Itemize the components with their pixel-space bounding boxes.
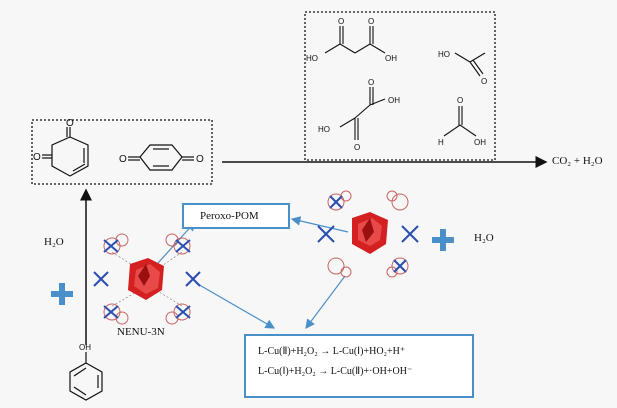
phenol [69, 352, 103, 401]
oxalic-o1: O [368, 78, 374, 87]
formic-oh: OH [474, 138, 486, 147]
acetic-acid [454, 52, 486, 77]
reactions-box: L-Cu(Ⅱ)+H₂O₂ → L-Cu(Ⅰ)+HO₂+H⁺ L-Cu(Ⅰ)+H₂… [244, 334, 474, 398]
reaction-2: L-Cu(Ⅰ)+H₂O₂ → L-Cu(Ⅱ)+·OH+OH⁻ [258, 366, 413, 377]
para-benzoquinone [128, 144, 194, 171]
quinone-box [31, 119, 213, 185]
catalyst-framework-left [93, 233, 201, 325]
malonic-acid [324, 26, 386, 54]
ortho-benzoquinone [42, 127, 89, 177]
malonic-ho: HO [306, 54, 318, 63]
phenol-oh: OH [79, 343, 91, 352]
oxalic-oh: OH [388, 96, 400, 105]
acetic-o: O [481, 77, 487, 86]
ortho-quinone-o-top: O [66, 118, 74, 129]
water-label-right: H₂O [474, 232, 494, 244]
formic-h: H [438, 138, 444, 147]
plus-sign-right [432, 229, 454, 251]
oxalic-acid [339, 87, 386, 140]
reaction-1: L-Cu(Ⅱ)+H₂O₂ → L-Cu(Ⅰ)+HO₂+H⁺ [258, 346, 406, 357]
catalyst-framework-right [317, 190, 419, 278]
arrow-cluster-to-peroxo [290, 216, 349, 233]
plus-sign-left [51, 283, 73, 305]
arrow-catalyst-to-reactions [195, 282, 276, 329]
ortho-quinone-o-left: O [33, 152, 41, 163]
malonic-o1: O [338, 17, 344, 26]
oxalic-ho: HO [318, 125, 330, 134]
products-label: CO₂ + H₂O [552, 155, 603, 167]
para-quinone-o-left: O [119, 154, 127, 165]
water-label-left: H₂O [44, 236, 64, 248]
malonic-o2: O [368, 17, 374, 26]
acetic-ho: HO [438, 50, 450, 59]
catalyst-label: NENU-3N [117, 326, 165, 338]
formic-acid [443, 106, 477, 137]
formic-o: O [457, 96, 463, 105]
acids-box [304, 11, 496, 161]
peroxo-pom-label: Peroxo-POM [200, 210, 259, 222]
peroxo-pom-box: Peroxo-POM [182, 203, 290, 229]
arrow-cluster-to-reactions [305, 275, 346, 329]
para-quinone-o-right: O [196, 154, 204, 165]
oxalic-o2: O [354, 143, 360, 152]
malonic-oh: OH [385, 54, 397, 63]
